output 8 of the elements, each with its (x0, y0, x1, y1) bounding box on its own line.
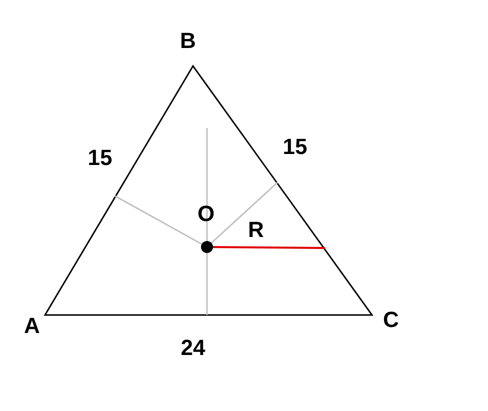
side-length-label: 15 (282, 136, 308, 158)
side-length-label: 15 (88, 147, 112, 169)
vertex-label: B (180, 30, 196, 52)
vertex-label: C (383, 309, 399, 331)
vertex-label: A (24, 315, 40, 337)
side-length-label: 24 (180, 337, 206, 359)
radius-label: R (248, 219, 264, 241)
center-label: O (197, 203, 215, 225)
